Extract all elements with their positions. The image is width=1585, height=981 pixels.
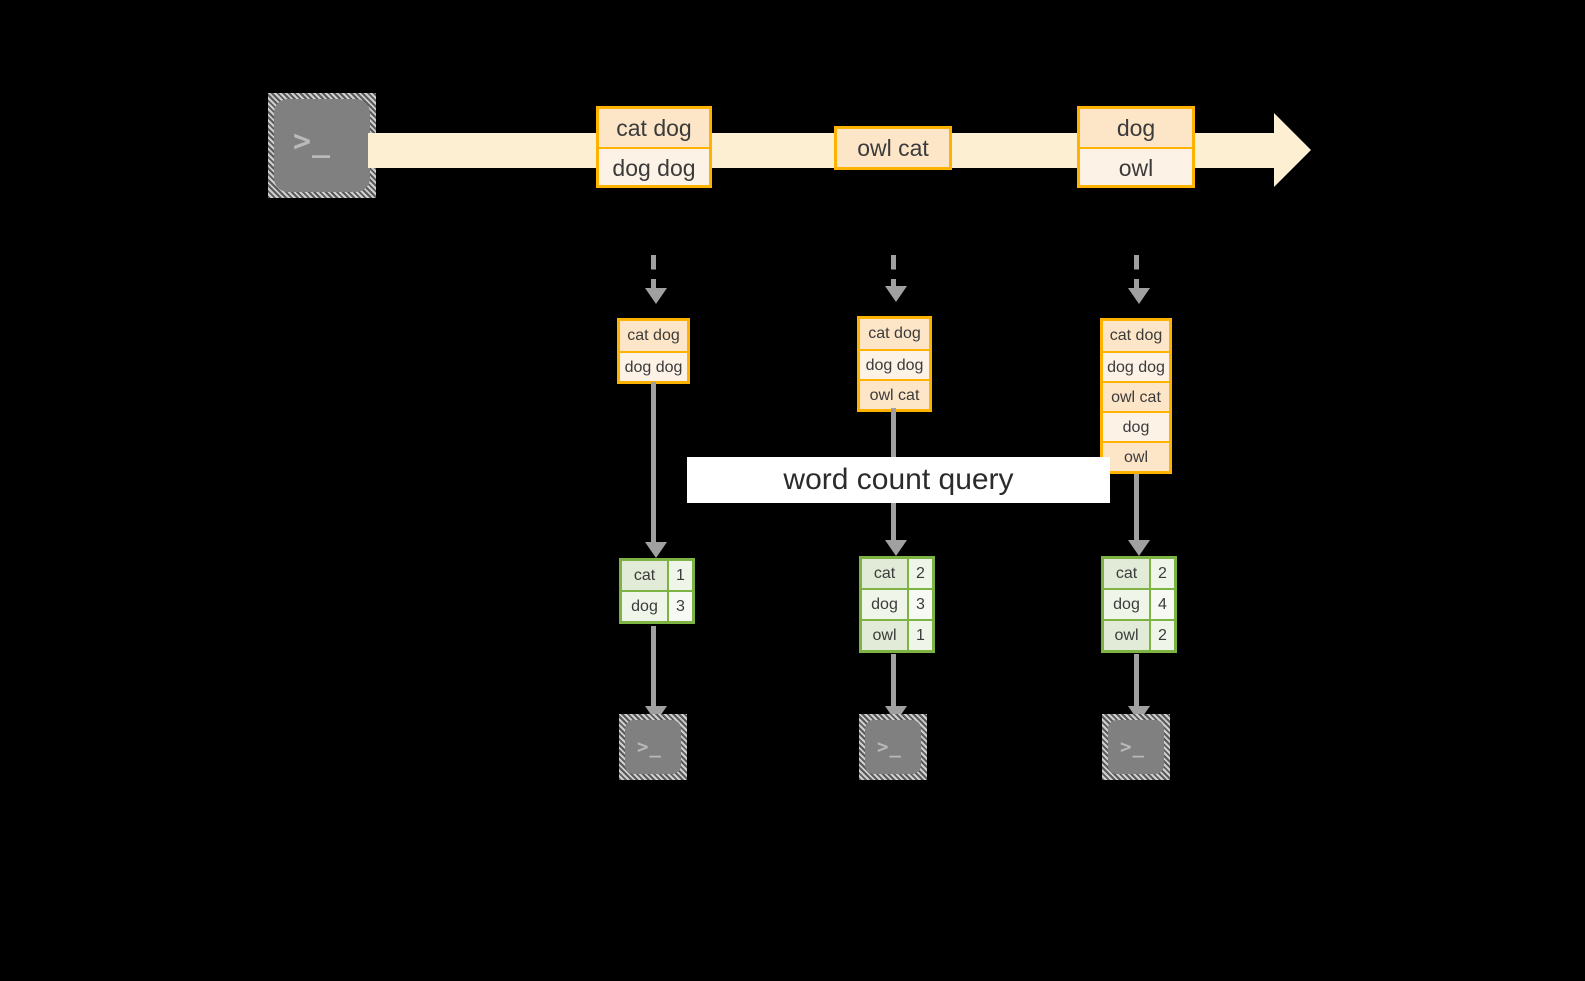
result-table-2: cat 2 dog 3 owl 1: [859, 556, 935, 653]
arrowhead-icon: [645, 542, 667, 558]
table-row: owl 1: [862, 619, 932, 650]
result-word: dog: [622, 592, 667, 621]
arrowhead-icon: [645, 288, 667, 304]
result-word: cat: [1104, 559, 1149, 588]
result-word: owl: [1104, 621, 1149, 650]
stack-3-line: cat dog: [1103, 321, 1169, 351]
arrowhead-icon: [885, 286, 907, 302]
arrowhead-icon: [1128, 288, 1150, 304]
query-label: word count query: [687, 457, 1110, 503]
result-word: dog: [1104, 590, 1149, 619]
stack-3-line: dog dog: [1103, 351, 1169, 381]
table-row: owl 2: [1104, 619, 1174, 650]
result-count: 2: [907, 559, 932, 588]
terminal-prompt-glyph: >_: [1120, 736, 1145, 758]
accumulated-stack-2: cat dog dog dog owl cat: [857, 316, 932, 412]
stream-batch-1-line: dog dog: [599, 147, 709, 185]
connector-stack-1-to-result-1: [651, 382, 656, 547]
result-word: cat: [622, 561, 667, 590]
result-count: 2: [1149, 621, 1174, 650]
source-terminal-icon: >_: [268, 93, 376, 198]
result-count: 4: [1149, 590, 1174, 619]
connector-stream-to-stack-2: [891, 255, 896, 291]
terminal-prompt-glyph: >_: [637, 736, 662, 758]
terminal-screen: >_: [274, 99, 370, 192]
stream-arrowhead-icon: [1274, 113, 1311, 187]
terminal-prompt-glyph: >_: [877, 736, 902, 758]
result-table-1: cat 1 dog 3: [619, 558, 695, 624]
stack-3-line: dog: [1103, 411, 1169, 441]
connector-result-2-to-sink-2: [891, 654, 896, 712]
table-row: cat 2: [1104, 559, 1174, 588]
table-row: cat 2: [862, 559, 932, 588]
result-count: 1: [667, 561, 692, 590]
stack-3-line: owl: [1103, 441, 1169, 471]
table-row: cat 1: [622, 561, 692, 590]
result-word: dog: [862, 590, 907, 619]
result-count: 2: [1149, 559, 1174, 588]
stream-batch-2: owl cat: [834, 126, 952, 170]
stream-batch-1: cat dog dog dog: [596, 106, 712, 188]
result-count: 3: [667, 592, 692, 621]
stream-batch-3-line: owl: [1080, 147, 1192, 185]
stack-1-line: cat dog: [620, 321, 687, 351]
connector-result-3-to-sink-3: [1134, 654, 1139, 712]
arrowhead-icon: [1128, 540, 1150, 556]
table-row: dog 4: [1104, 588, 1174, 619]
sink-terminal-icon-1: >_: [619, 714, 687, 780]
stack-2-line: cat dog: [860, 319, 929, 349]
accumulated-stack-1: cat dog dog dog: [617, 318, 690, 384]
stack-3-line: owl cat: [1103, 381, 1169, 411]
result-word: owl: [862, 621, 907, 650]
connector-stack-3-to-result-3: [1134, 474, 1139, 545]
result-word: cat: [862, 559, 907, 588]
connector-stream-to-stack-3: [1134, 255, 1139, 293]
result-count: 3: [907, 590, 932, 619]
stack-2-line: owl cat: [860, 379, 929, 409]
stream-batch-2-line: owl cat: [837, 129, 949, 167]
stack-1-line: dog dog: [620, 351, 687, 381]
stream-batch-3-line: dog: [1080, 109, 1192, 147]
terminal-screen: >_: [1108, 720, 1164, 774]
result-table-3: cat 2 dog 4 owl 2: [1101, 556, 1177, 653]
table-row: dog 3: [862, 588, 932, 619]
sink-terminal-icon-2: >_: [859, 714, 927, 780]
terminal-screen: >_: [865, 720, 921, 774]
accumulated-stack-3: cat dog dog dog owl cat dog owl: [1100, 318, 1172, 474]
sink-terminal-icon-3: >_: [1102, 714, 1170, 780]
stack-2-line: dog dog: [860, 349, 929, 379]
arrowhead-icon: [885, 540, 907, 556]
connector-stream-to-stack-1: [651, 255, 656, 293]
stream-batch-3: dog owl: [1077, 106, 1195, 188]
table-row: dog 3: [622, 590, 692, 621]
connector-result-1-to-sink-1: [651, 626, 656, 712]
terminal-screen: >_: [625, 720, 681, 774]
terminal-prompt-glyph: >_: [293, 124, 332, 159]
stream-batch-1-line: cat dog: [599, 109, 709, 147]
result-count: 1: [907, 621, 932, 650]
